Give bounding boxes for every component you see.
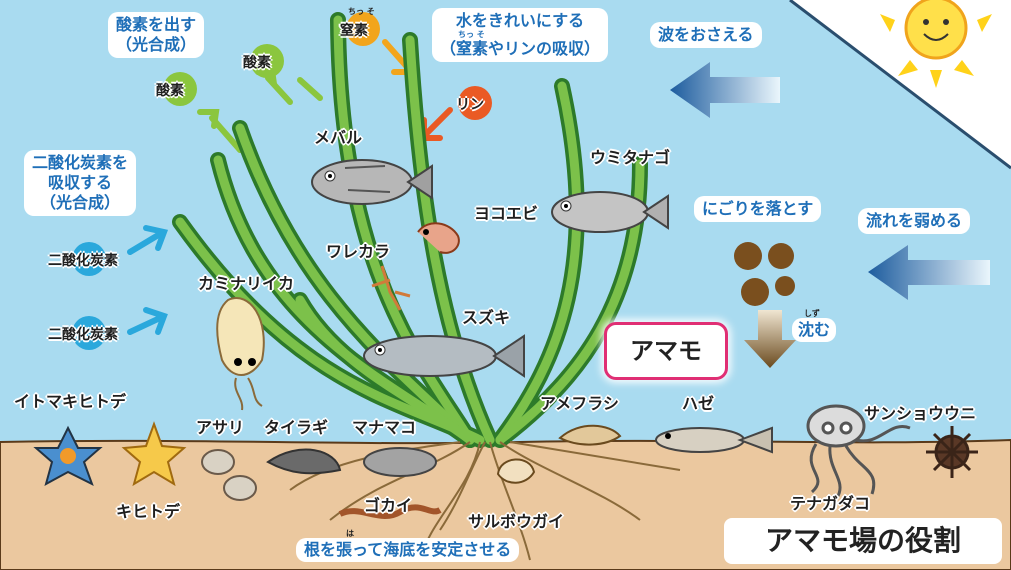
phosphorus-molecule-icon [458, 86, 492, 120]
co2-label-2: 二酸化炭素 [48, 327, 118, 343]
amamo-callout: アマモ [604, 322, 728, 380]
yokoebi-shrimp [417, 222, 460, 254]
co2-molecule-icon [72, 242, 106, 276]
phosphorus-label: リン [456, 97, 484, 113]
sanshouni-label: サンショウウニ [864, 404, 977, 423]
oxygen-role-line1: 酸素を出す [116, 15, 197, 34]
oxygen-label-2: 酸素 [243, 55, 271, 71]
clean-water-role-box: 水をきれいにする ちっ そ （窒素やリンの吸収） [432, 8, 609, 62]
haze-goby [655, 426, 773, 454]
tairagi-label: タイラギ [264, 418, 329, 437]
clean-water-ruby: ちっ そ [458, 30, 485, 39]
warekara-label: ワレカラ [326, 242, 391, 261]
oxygen-molecule-icon [250, 44, 284, 78]
oxygen-label-1: 酸素 [156, 83, 184, 99]
co2-role-line3: （光合成） [40, 193, 121, 212]
gokai-worm [338, 504, 442, 519]
oxygen-molecule-icon [163, 72, 197, 106]
umitanago-label: ウミタナゴ [590, 148, 671, 167]
sink-role-text: 沈む [798, 320, 831, 339]
co2-molecule-icon [72, 316, 106, 350]
roots-ruby: は [346, 529, 354, 538]
sediment-clumps [734, 242, 795, 306]
diagram-title: アマモ場の役割 [724, 518, 1002, 564]
sanshouni-urchin [926, 426, 978, 478]
waves-role-text: 波をおさえる [658, 25, 754, 44]
manamako-label: マナマコ [352, 418, 417, 437]
oxygen-role-line2: （光合成） [116, 35, 197, 54]
kihitode-starfish [121, 421, 187, 487]
itomakihitode-label: イトマキヒトデ [14, 392, 127, 411]
mebaru-fish [311, 159, 433, 205]
haze-label: ハゼ [682, 394, 715, 413]
saruboogai-label: サルボウガイ [468, 512, 565, 531]
tenagadako-label: テナガダコ [790, 494, 871, 513]
amefurashi-label: アメフラシ [540, 394, 619, 413]
gokai-label: ゴカイ [364, 496, 413, 515]
saruboogai-shell [496, 458, 536, 484]
asari-label: アサリ [196, 418, 245, 437]
manamako-sea-cucumber [363, 447, 437, 477]
co2-role-line2: 吸収する [48, 173, 113, 192]
co2-arrows [127, 225, 169, 335]
co2-role-box: 二酸化炭素を 吸収する （光合成） [24, 150, 137, 216]
amefurashi-sea-hare [558, 424, 622, 446]
sun-icon [880, 0, 992, 88]
oxygen-arrows [197, 66, 323, 153]
tenagadako-octopus [806, 404, 911, 497]
asari-clams [201, 449, 257, 501]
sink-role-box: 沈む [792, 318, 837, 342]
clean-water-line1: 水をきれいにする [455, 11, 585, 30]
nitrogen-molecule-icon [346, 12, 380, 46]
umitanago-fish [551, 191, 669, 233]
tairagi-shell [266, 448, 342, 475]
oxygen-role-box: 酸素を出す （光合成） [108, 12, 205, 58]
current-arrow [868, 245, 990, 300]
yokoebi-label: ヨコエビ [474, 204, 539, 223]
warekara [371, 265, 411, 311]
clean-water-line2: （窒素やリンの吸収） [440, 39, 601, 58]
currents-role-box: 流れを弱める [858, 208, 971, 234]
roots-role-box: 根を張って海底を安定させる [296, 538, 520, 562]
roots-role-text: 根を張って海底を安定させる [304, 540, 512, 559]
currents-role-text: 流れを弱める [866, 211, 963, 230]
co2-role-line1: 二酸化炭素を [32, 153, 129, 172]
co2-label-1: 二酸化炭素 [48, 253, 118, 269]
mebaru-label: メバル [314, 128, 363, 147]
nitrogen-label: 窒素 [340, 23, 368, 39]
suzuki-fish [363, 334, 525, 378]
wave-arrow [670, 62, 780, 118]
kaminariika-label: カミナリイカ [198, 274, 295, 293]
turbid-role-box: にごりを落とす [694, 196, 822, 222]
turbid-role-text: にごりを落とす [702, 199, 814, 218]
sink-arrow [744, 310, 796, 368]
kihitode-label: キヒトデ [116, 502, 181, 521]
suzuki-label: スズキ [462, 308, 511, 327]
kaminariika-squid [216, 297, 265, 411]
nitrogen-ruby: ちっ そ [348, 7, 375, 16]
sink-ruby: しず [804, 309, 820, 318]
waves-role-box: 波をおさえる [650, 22, 762, 48]
